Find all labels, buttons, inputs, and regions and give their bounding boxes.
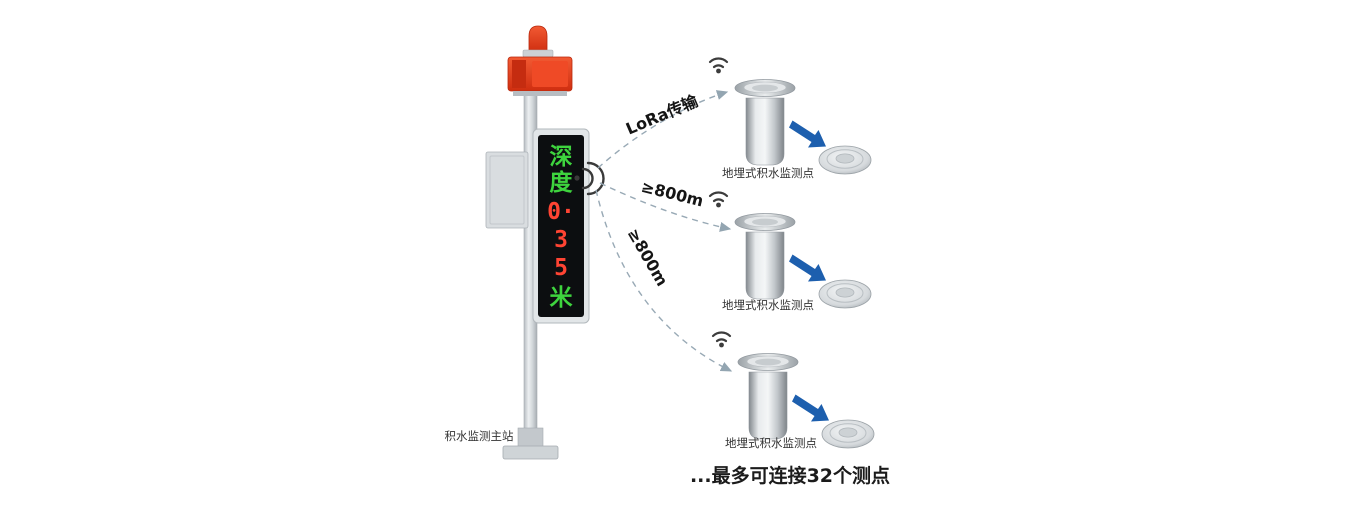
beacon-dome <box>528 25 548 53</box>
buried-sensor-3: 地埋式积水监测点 <box>711 331 876 450</box>
link-label-800m-2: ≥800m <box>624 225 672 289</box>
led-line-1: 深 <box>550 144 573 170</box>
main-station: 深 度 0· 3 5 米 积水监测主站 <box>445 25 605 460</box>
led-line-3: 0· <box>547 199 575 225</box>
beacon-bracket <box>513 91 567 96</box>
link-curve-1 <box>597 90 729 169</box>
led-line-4: 3 <box>554 227 568 253</box>
sensor-label-2: 地埋式积水监测点 <box>722 298 814 312</box>
led-line-6: 米 <box>550 285 574 311</box>
horn-bell <box>512 60 526 88</box>
led-line-2: 度 <box>550 169 574 196</box>
main-station-label: 积水监测主站 <box>445 429 514 443</box>
horn-front <box>532 61 568 87</box>
display-screen <box>538 135 584 317</box>
buried-sensor-1: 地埋式积水监测点 <box>708 57 873 180</box>
beacon-base <box>522 49 554 58</box>
wireless-emitter-icon <box>574 161 605 196</box>
link-curve-3 <box>595 189 733 372</box>
lora-links <box>595 90 733 372</box>
footer-note: ...最多可连接32个测点 <box>690 464 890 487</box>
sensor-label-1: 地埋式积水监测点 <box>722 166 814 180</box>
pole-base-plate <box>502 445 559 460</box>
link-label-800m-1: ≥800m <box>639 177 705 211</box>
control-cabinet <box>485 151 529 229</box>
sensor-label-3: 地埋式积水监测点 <box>725 436 817 450</box>
pole-collar <box>517 427 544 449</box>
alarm-beacon <box>507 25 573 96</box>
link-label-lora: LoRa传输 <box>623 91 702 139</box>
led-line-5: 5 <box>554 255 568 281</box>
led-display: 深 度 0· 3 5 米 <box>532 128 590 324</box>
buried-sensor-2: 地埋式积水监测点 <box>708 191 873 312</box>
link-curve-2 <box>599 182 732 232</box>
